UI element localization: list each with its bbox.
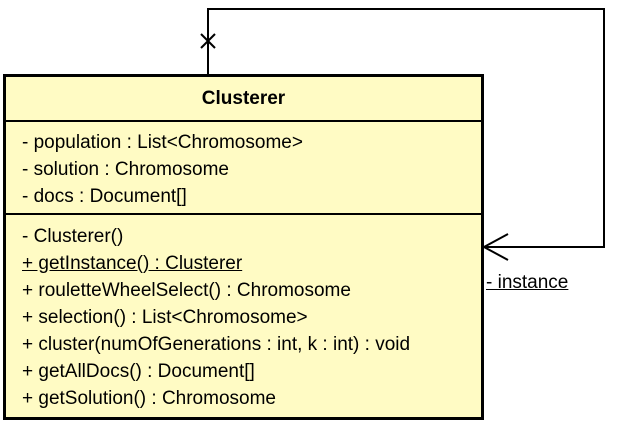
operation-compartment: - Clusterer() + getInstance() : Clustere… bbox=[6, 215, 481, 412]
association-line bbox=[207, 8, 605, 248]
attribute-docs: - docs : Document[] bbox=[22, 186, 187, 207]
operation-get-instance: + getInstance() : Clusterer bbox=[22, 253, 243, 274]
operation-roulette-wheel-select: + rouletteWheelSelect() : Chromosome bbox=[22, 280, 351, 301]
attribute-population: - population : List<Chromosome> bbox=[22, 132, 303, 153]
operation-get-solution: + getSolution() : Chromosome bbox=[22, 388, 276, 409]
operation-cluster: + cluster(numOfGenerations : int, k : in… bbox=[22, 334, 411, 355]
class-name-compartment: Clusterer bbox=[6, 77, 481, 122]
navigable-arrowhead-icon bbox=[481, 233, 509, 261]
class-name: Clusterer bbox=[201, 87, 286, 109]
attribute-compartment: - population : List<Chromosome> - soluti… bbox=[6, 122, 481, 215]
operation-get-all-docs: + getAllDocs() : Document[] bbox=[22, 361, 255, 382]
class-clusterer[interactable]: Clusterer - population : List<Chromosome… bbox=[3, 74, 484, 420]
attribute-solution: - solution : Chromosome bbox=[22, 159, 229, 180]
non-navigable-x-icon bbox=[200, 33, 216, 49]
operation-constructor: - Clusterer() bbox=[22, 226, 124, 247]
operation-selection: + selection() : List<Chromosome> bbox=[22, 307, 308, 328]
association-role-label: - instance bbox=[486, 272, 569, 293]
